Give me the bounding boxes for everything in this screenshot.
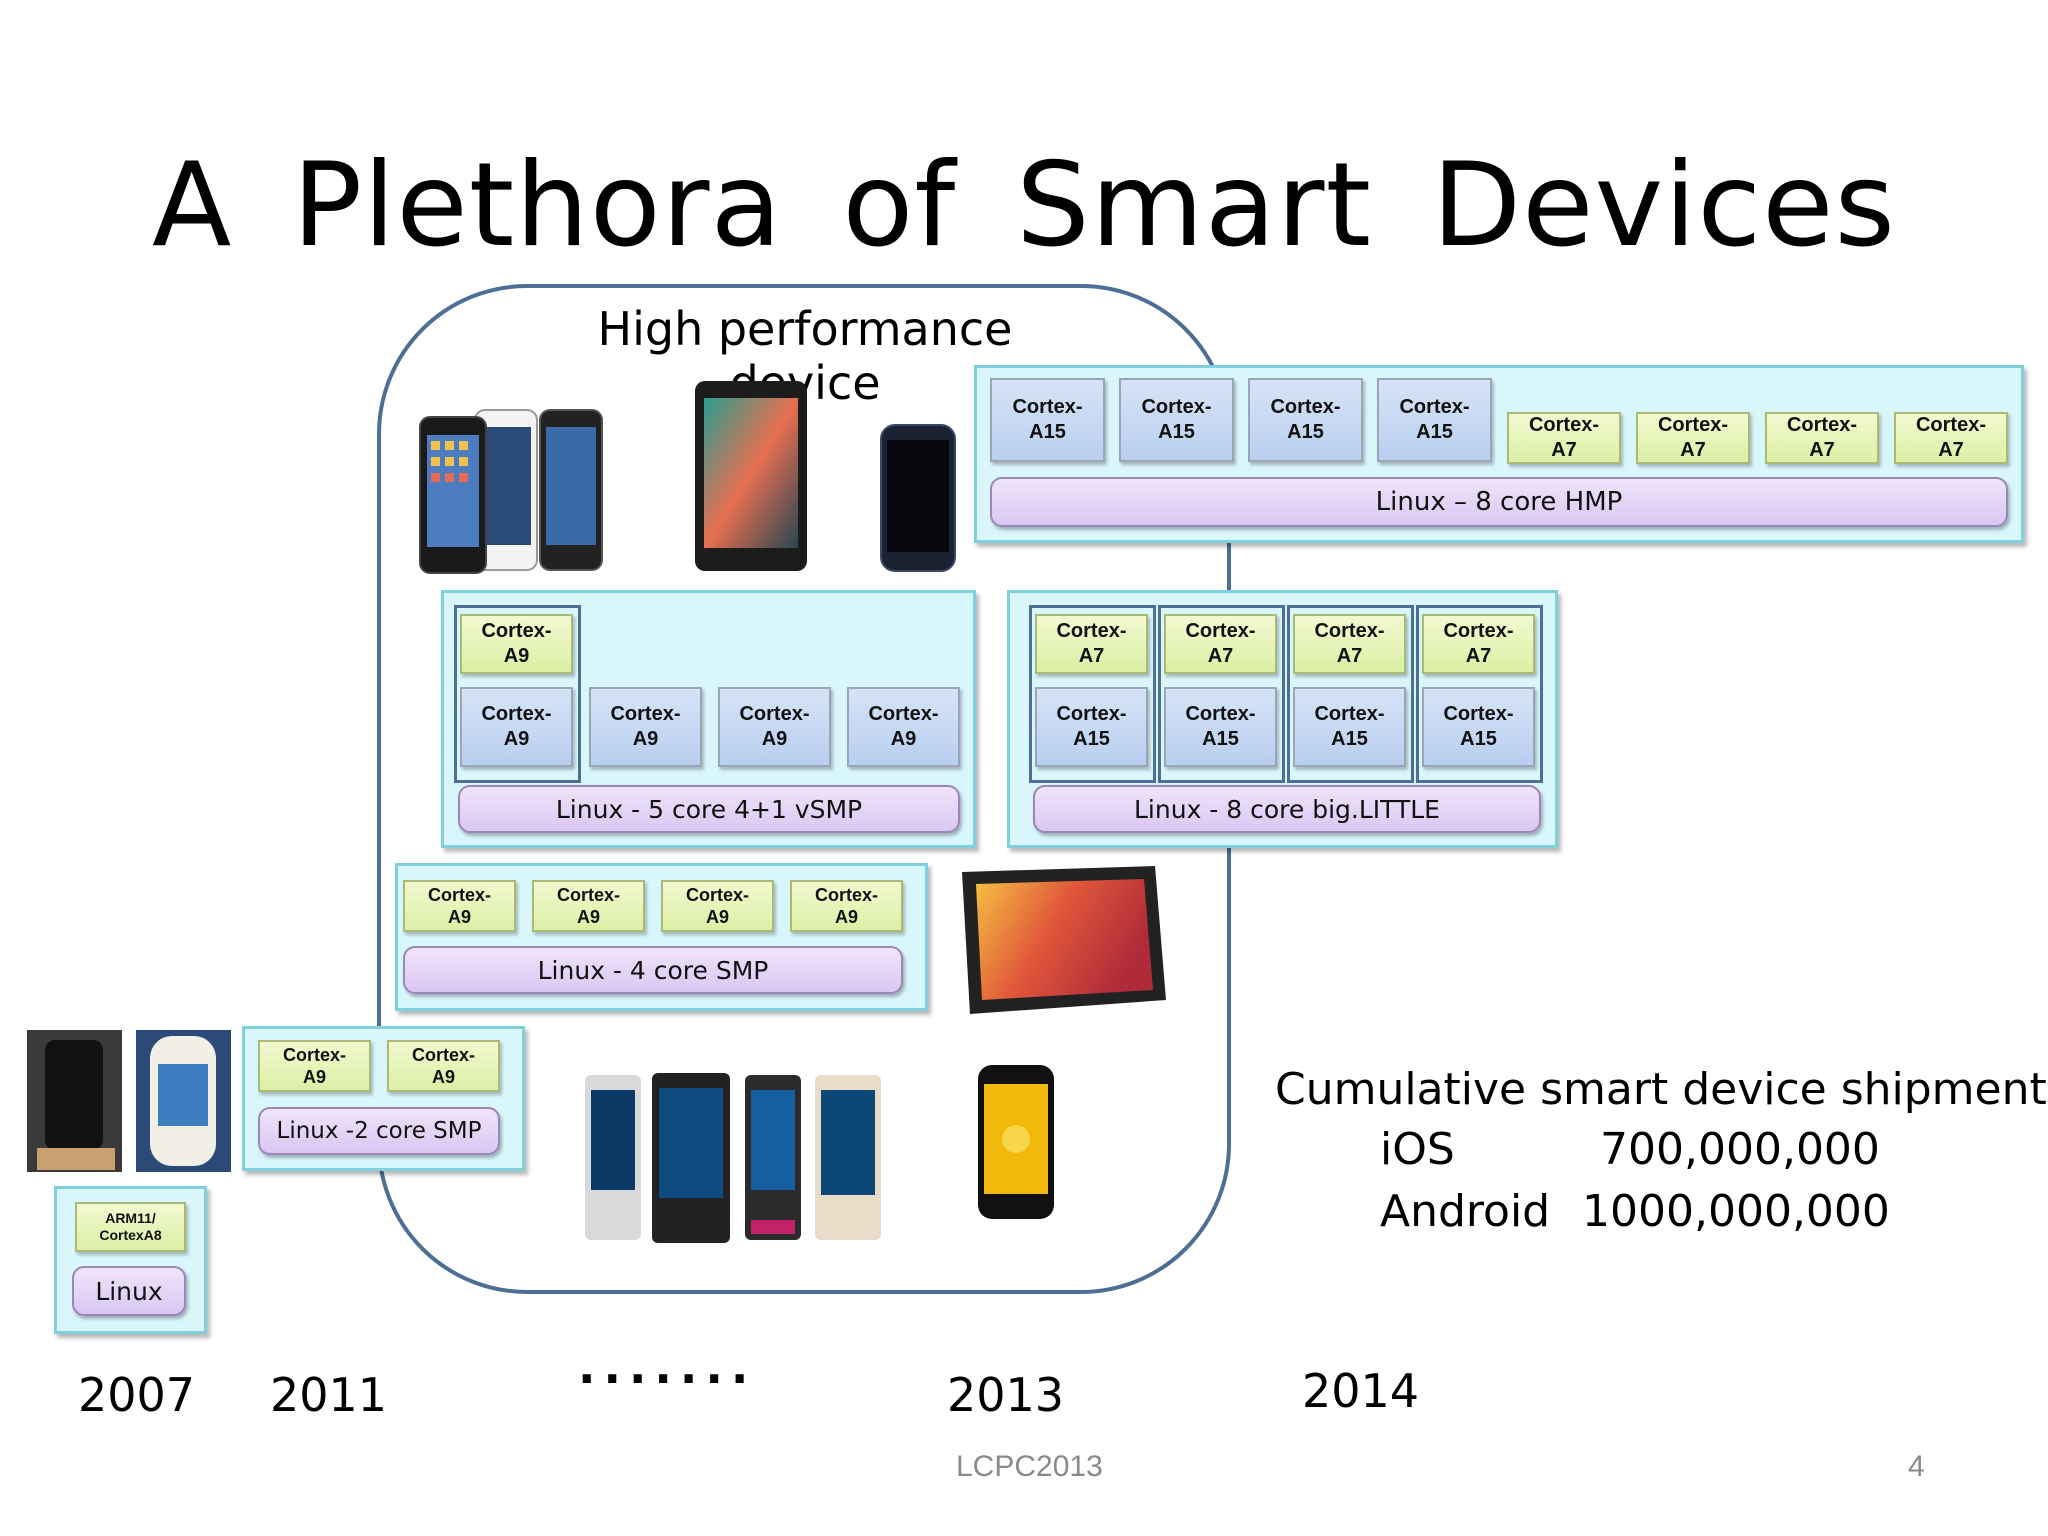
- smp4-os-bar: Linux - 4 core SMP: [403, 946, 903, 994]
- biglittle-a15-core-1: Cortex- A15: [1035, 687, 1148, 767]
- biglittle-a15-core-2: Cortex- A15: [1164, 687, 1277, 767]
- year-2014: 2014: [1302, 1364, 1420, 1418]
- nexus10-tablet-icon: [962, 866, 1166, 1014]
- biglittle-a15-core-3: Cortex- A15: [1293, 687, 1406, 767]
- vsmp-companion-core: Cortex- A9: [460, 614, 573, 674]
- hmp-a7-core-1: Cortex- A7: [1507, 412, 1621, 464]
- year-2011: 2011: [270, 1368, 388, 1422]
- vsmp-core-4: Cortex- A9: [847, 687, 960, 767]
- vsmp-cluster-outline: [454, 605, 581, 783]
- smp4-core-1: Cortex- A9: [403, 880, 516, 932]
- biglittle-a15-core-4: Cortex- A15: [1422, 687, 1535, 767]
- footer-label: LCPC2013: [956, 1450, 1103, 1483]
- hmp-a7-core-2: Cortex- A7: [1636, 412, 1750, 464]
- year-2013: 2013: [947, 1368, 1065, 1422]
- biglittle-a7-core-4: Cortex- A7: [1422, 614, 1535, 674]
- hmp-a7-core-3: Cortex- A7: [1765, 412, 1879, 464]
- single-core: ARM11/ CortexA8: [75, 1202, 186, 1252]
- biglittle-cluster-2: [1158, 605, 1285, 783]
- hmp-a15-core-4: Cortex- A15: [1377, 378, 1492, 462]
- biglittle-a7-core-3: Cortex- A7: [1293, 614, 1406, 674]
- hmp-os-bar: Linux – 8 core HMP: [990, 477, 2008, 527]
- iphone-2007-icon: [27, 1030, 122, 1172]
- slide-title: A Plethora of Smart Devices: [152, 138, 1896, 273]
- nexus4-phone-icon: [978, 1065, 1054, 1219]
- hmp-a15-core-2: Cortex- A15: [1119, 378, 1234, 462]
- biglittle-a7-core-1: Cortex- A7: [1035, 614, 1148, 674]
- year-2007: 2007: [78, 1368, 196, 1422]
- biglittle-os-bar: Linux - 8 core big.LITTLE: [1033, 785, 1541, 833]
- biglittle-cluster-4: [1416, 605, 1543, 783]
- vsmp-core-3: Cortex- A9: [718, 687, 831, 767]
- tablet-icon: [695, 381, 807, 571]
- hmp-a7-core-4: Cortex- A7: [1894, 412, 2008, 464]
- hmp-a15-core-3: Cortex- A15: [1248, 378, 1363, 462]
- biglittle-a7-core-2: Cortex- A7: [1164, 614, 1277, 674]
- page-number: 4: [1908, 1450, 1925, 1483]
- vsmp-core-2: Cortex- A9: [589, 687, 702, 767]
- biglittle-cluster-3: [1287, 605, 1414, 783]
- smp4-core-4: Cortex- A9: [790, 880, 903, 932]
- smp2-core-2: Cortex- A9: [387, 1040, 500, 1092]
- vsmp-core-1: Cortex- A9: [460, 687, 573, 767]
- single-os-bar: Linux: [72, 1266, 186, 1316]
- shipment-android-label: Android: [1380, 1186, 1551, 1237]
- sony-phones-icon: [585, 1073, 881, 1243]
- smp4-core-3: Cortex- A9: [661, 880, 774, 932]
- iphone-group-icon: [419, 409, 603, 574]
- htc-2007-icon: [136, 1030, 231, 1172]
- smp4-core-2: Cortex- A9: [532, 880, 645, 932]
- smp2-core-1: Cortex- A9: [258, 1040, 371, 1092]
- timeline-ellipsis: .......: [578, 1340, 757, 1394]
- vsmp-os-bar: Linux - 5 core 4+1 vSMP: [458, 785, 960, 833]
- shipment-android-value: 1000,000,000: [1582, 1186, 1890, 1237]
- shipment-heading: Cumulative smart device shipment: [1275, 1064, 2047, 1115]
- biglittle-cluster-1: [1029, 605, 1156, 783]
- shipment-ios-label: iOS: [1380, 1124, 1455, 1175]
- hmp-a15-core-1: Cortex- A15: [990, 378, 1105, 462]
- galaxy-phone-icon: [880, 424, 956, 572]
- smp2-os-bar: Linux -2 core SMP: [258, 1107, 500, 1155]
- shipment-ios-value: 700,000,000: [1600, 1124, 1880, 1175]
